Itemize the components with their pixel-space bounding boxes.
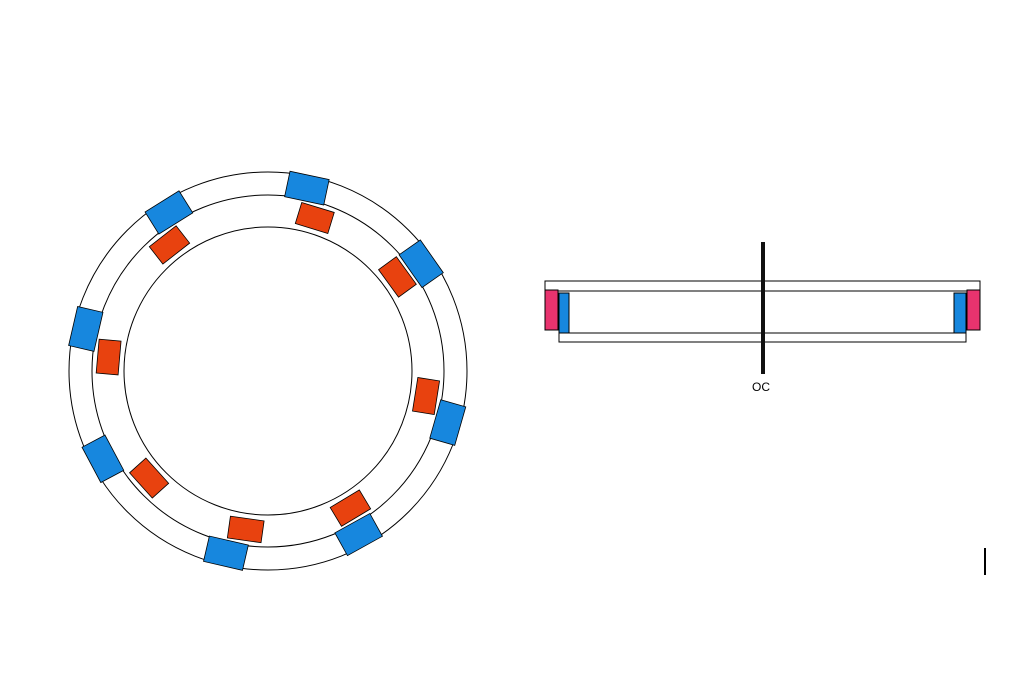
left-inner-magnet-section — [558, 292, 570, 334]
outer-magnet-8 — [144, 190, 194, 235]
inner-magnet-5 — [226, 515, 265, 544]
outer-magnet-1 — [284, 170, 330, 206]
axis-label: OC — [752, 380, 770, 394]
right-outer-magnet-section — [966, 289, 981, 331]
right-inner-magnet-section — [953, 292, 967, 334]
inner-magnet-group — [95, 202, 441, 544]
inner-magnet-4 — [329, 489, 372, 527]
outer-ring-inner-edge — [91, 194, 445, 548]
outer-magnet-group — [68, 170, 467, 571]
outer-magnet-5 — [203, 535, 249, 571]
outer-magnet-6 — [81, 434, 125, 484]
inner-magnet-6 — [128, 457, 170, 499]
inner-magnet-8 — [148, 225, 191, 265]
inner-magnet-3 — [412, 377, 441, 415]
outer-magnet-7 — [68, 306, 104, 352]
outer-magnet-2 — [398, 239, 444, 289]
inner-magnet-1 — [294, 202, 335, 234]
left-outer-magnet-section — [544, 289, 559, 331]
text-cursor-mark — [984, 548, 986, 575]
outer-ring-outer-edge — [68, 171, 468, 571]
ring-side-view — [544, 242, 981, 374]
inner-magnet-2 — [377, 256, 417, 298]
ring-top-view — [68, 170, 468, 571]
inner-magnet-7 — [95, 338, 122, 376]
outer-magnet-3 — [429, 399, 467, 446]
outer-magnet-4 — [334, 512, 383, 557]
inner-ring-inner-edge — [123, 226, 413, 516]
